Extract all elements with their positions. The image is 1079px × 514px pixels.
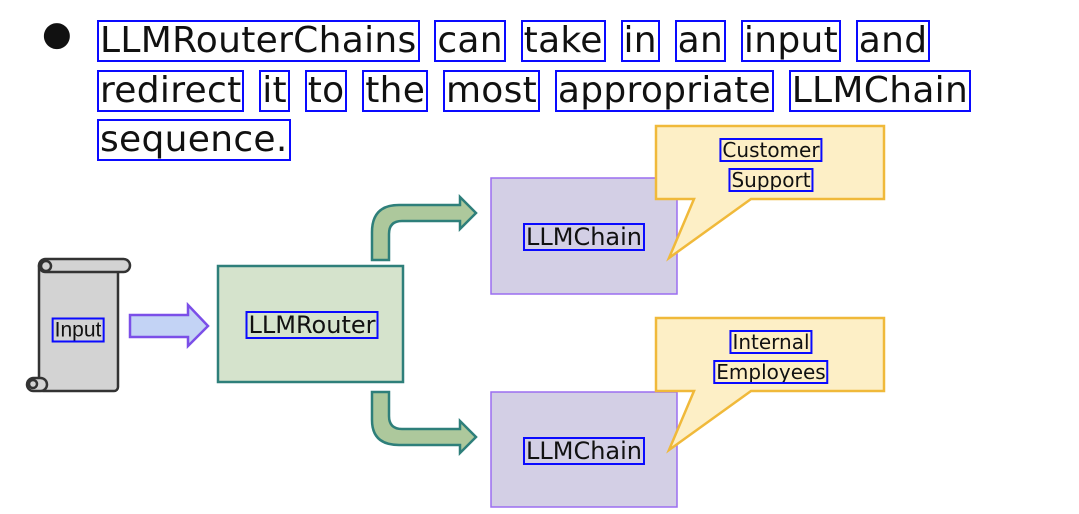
input-label: Input <box>51 317 105 343</box>
bullet-word: to <box>304 69 348 112</box>
callout-text-employees: Employees <box>713 360 829 384</box>
callout-text-support: Support <box>728 168 814 192</box>
bullet-word: an <box>674 20 727 62</box>
router-label: LLMRouter <box>245 311 379 339</box>
bullet-word: appropriate <box>554 69 774 112</box>
input-arrow <box>128 301 210 350</box>
bullet-word: sequence. <box>97 119 291 161</box>
bullet-word: in <box>620 20 660 62</box>
bullet-word: it <box>259 69 290 112</box>
callout-text-customer: Customer <box>719 138 823 162</box>
bullet-marker: ● <box>42 14 72 54</box>
bullet-word: most <box>442 69 541 112</box>
callout-internal-employees <box>654 316 886 454</box>
input-scroll-icon <box>25 257 132 393</box>
callout-customer-support <box>654 124 886 262</box>
bullet-word: LLMRouterChains <box>97 20 420 62</box>
bullet-word: the <box>362 69 429 112</box>
branch-arrow-down <box>370 390 478 457</box>
bullet-word: can <box>434 20 506 62</box>
bullet-word: and <box>855 20 931 62</box>
bullet-word: LLMChain <box>788 69 972 112</box>
chain-label-2: LLMChain <box>522 437 646 465</box>
llm-chain-box-2 <box>490 391 678 508</box>
bullet-word: take <box>520 20 606 62</box>
llm-router-box <box>216 264 405 384</box>
bullet-word: input <box>740 20 842 62</box>
callout-text-internal: Internal <box>729 330 813 354</box>
branch-arrow-up <box>370 193 478 262</box>
bullet-text: LLMRouterChains can take in an input and… <box>96 16 1059 165</box>
chain-label-1: LLMChain <box>522 223 646 251</box>
bullet-word: redirect <box>96 69 245 112</box>
